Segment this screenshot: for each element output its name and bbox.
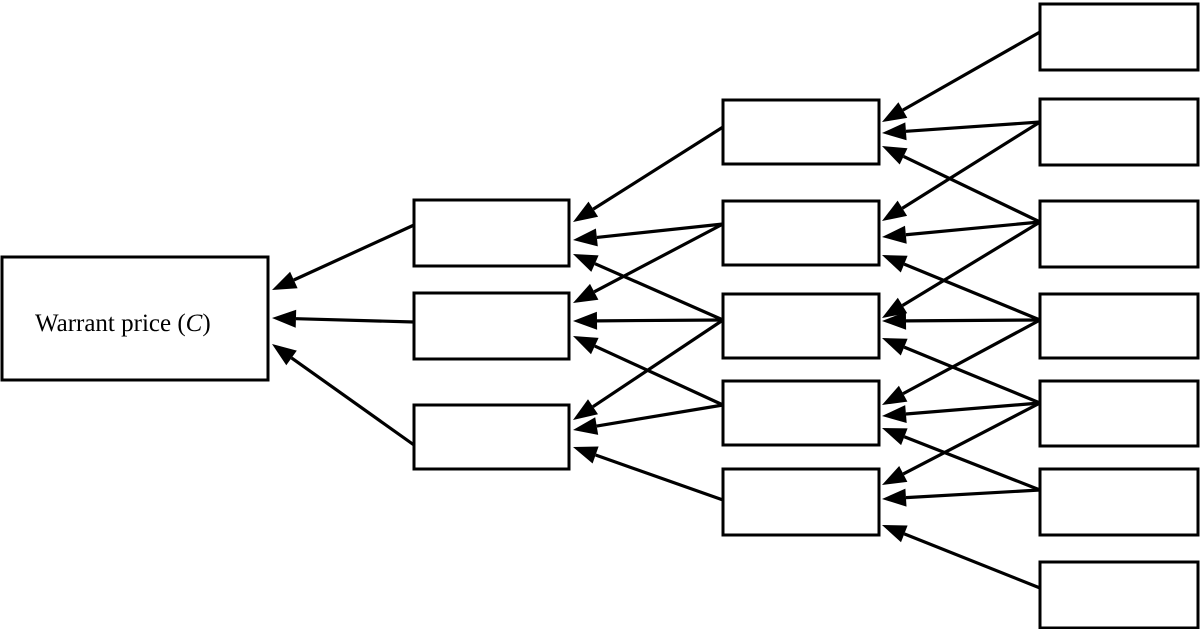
root-node-label: Warrant price (C) bbox=[35, 310, 211, 337]
root-label-prefix: Warrant price ( bbox=[35, 310, 186, 337]
edge-line-16 bbox=[902, 154, 1041, 224]
edge-line-7 bbox=[594, 262, 724, 322]
arrowhead-icon bbox=[882, 488, 907, 507]
arrowhead-icon bbox=[882, 525, 908, 543]
arrowhead-icon bbox=[573, 399, 598, 420]
level1-node-2 bbox=[412, 291, 571, 361]
level2-node-3 bbox=[721, 292, 881, 360]
edge-line-14 bbox=[905, 120, 1041, 133]
arrowhead-icon bbox=[272, 344, 297, 366]
level3-node-6 bbox=[1038, 467, 1200, 537]
level3-node-7 bbox=[1038, 560, 1200, 629]
edge-line-1 bbox=[293, 223, 415, 282]
level3-node-4 bbox=[1038, 292, 1200, 360]
level3-node-1 bbox=[1038, 2, 1200, 72]
level3-node-5 bbox=[1038, 379, 1200, 448]
level1-node-1 bbox=[412, 198, 571, 268]
edge-line-12 bbox=[595, 453, 724, 502]
edge-line-27 bbox=[903, 532, 1041, 590]
level2-node-2 bbox=[721, 199, 881, 267]
edge-line-22 bbox=[903, 345, 1041, 405]
edge-line-20 bbox=[905, 318, 1041, 323]
arrowhead-icon bbox=[272, 309, 297, 328]
edge-line-23 bbox=[905, 401, 1041, 416]
edge-line-3 bbox=[290, 356, 415, 447]
arrowhead-icon bbox=[882, 405, 907, 423]
arrowhead-icon bbox=[882, 385, 908, 405]
edge-line-5 bbox=[596, 222, 724, 240]
edge-line-2 bbox=[295, 317, 415, 324]
arrowhead-icon bbox=[573, 446, 599, 464]
edge-line-26 bbox=[905, 488, 1041, 500]
root-label-suffix: ) bbox=[202, 310, 210, 337]
arrowhead-icon bbox=[573, 228, 598, 247]
edge-line-15 bbox=[901, 120, 1041, 210]
arrowhead-icon bbox=[882, 200, 908, 221]
arrowhead-icon bbox=[882, 122, 907, 141]
edge-line-18 bbox=[901, 220, 1041, 307]
arrowhead-icon bbox=[882, 255, 908, 273]
edge-line-21 bbox=[902, 318, 1041, 396]
edge-line-17 bbox=[905, 220, 1041, 237]
level2-node-4 bbox=[721, 379, 881, 447]
arrowhead-icon bbox=[573, 311, 598, 330]
level2-node-5 bbox=[721, 467, 881, 537]
arrowhead-icon bbox=[573, 283, 599, 303]
arrowhead-icon bbox=[882, 338, 908, 356]
edge-line-4 bbox=[592, 125, 724, 211]
edges-layer bbox=[272, 30, 1041, 590]
edge-line-11 bbox=[596, 403, 724, 428]
arrowhead-icon bbox=[882, 146, 908, 165]
arrowhead-icon bbox=[573, 201, 599, 222]
edge-line-13 bbox=[902, 30, 1041, 112]
edge-line-8 bbox=[596, 318, 724, 323]
edge-line-19 bbox=[903, 262, 1041, 322]
arrowhead-icon bbox=[573, 336, 599, 355]
arrowhead-icon bbox=[573, 254, 599, 272]
arrowhead-icon bbox=[272, 271, 298, 290]
arrowhead-icon bbox=[882, 466, 908, 485]
arrowhead-icon bbox=[882, 102, 908, 122]
arrowhead-icon bbox=[882, 428, 908, 446]
level3-node-2 bbox=[1038, 97, 1200, 167]
root-label-symbol: C bbox=[186, 310, 203, 337]
root-node-warrant-price bbox=[0, 255, 270, 382]
arrowhead-icon bbox=[882, 225, 907, 244]
edge-line-6 bbox=[593, 222, 724, 294]
level2-node-1 bbox=[721, 98, 881, 166]
edge-line-24 bbox=[902, 401, 1041, 476]
edge-line-10 bbox=[594, 344, 724, 407]
level3-node-3 bbox=[1038, 199, 1200, 269]
edge-line-9 bbox=[592, 318, 724, 409]
level1-node-3 bbox=[412, 403, 571, 471]
arrowhead-icon bbox=[882, 311, 907, 330]
edge-line-25 bbox=[903, 435, 1041, 492]
arrowhead-icon bbox=[573, 417, 599, 435]
arrowhead-icon bbox=[882, 297, 908, 318]
